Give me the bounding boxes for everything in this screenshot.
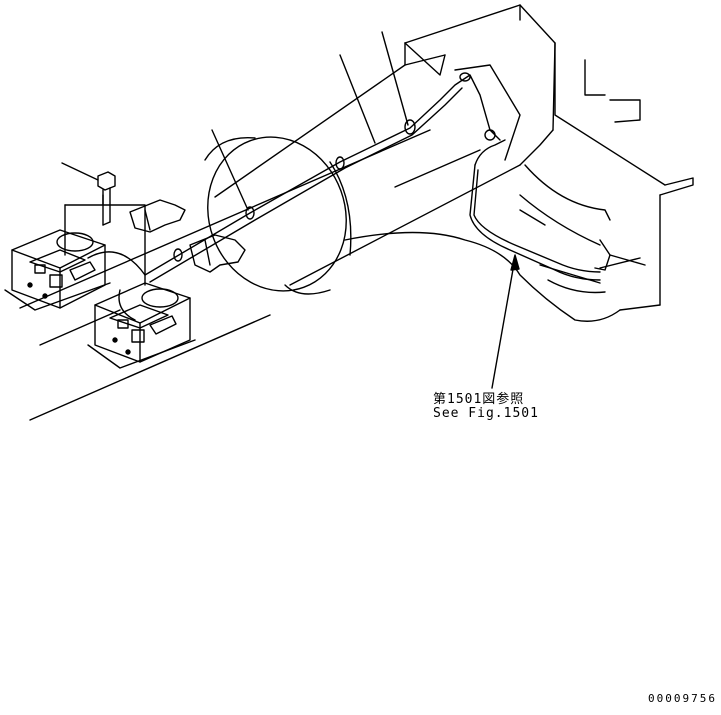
control-box-rear	[4, 229, 146, 311]
wiring-harness	[144, 72, 601, 283]
bolt	[97, 171, 116, 226]
drawing-number: 00009756	[648, 692, 717, 705]
axle-housing	[19, 54, 521, 421]
reference-label-en: See Fig.1501	[433, 406, 539, 421]
hub-flange	[204, 136, 352, 295]
reference-label-jp: 第1501図参照	[433, 392, 525, 407]
axle-brackets	[129, 199, 246, 273]
leader-lines	[61, 31, 520, 389]
differential-housing	[344, 4, 694, 322]
